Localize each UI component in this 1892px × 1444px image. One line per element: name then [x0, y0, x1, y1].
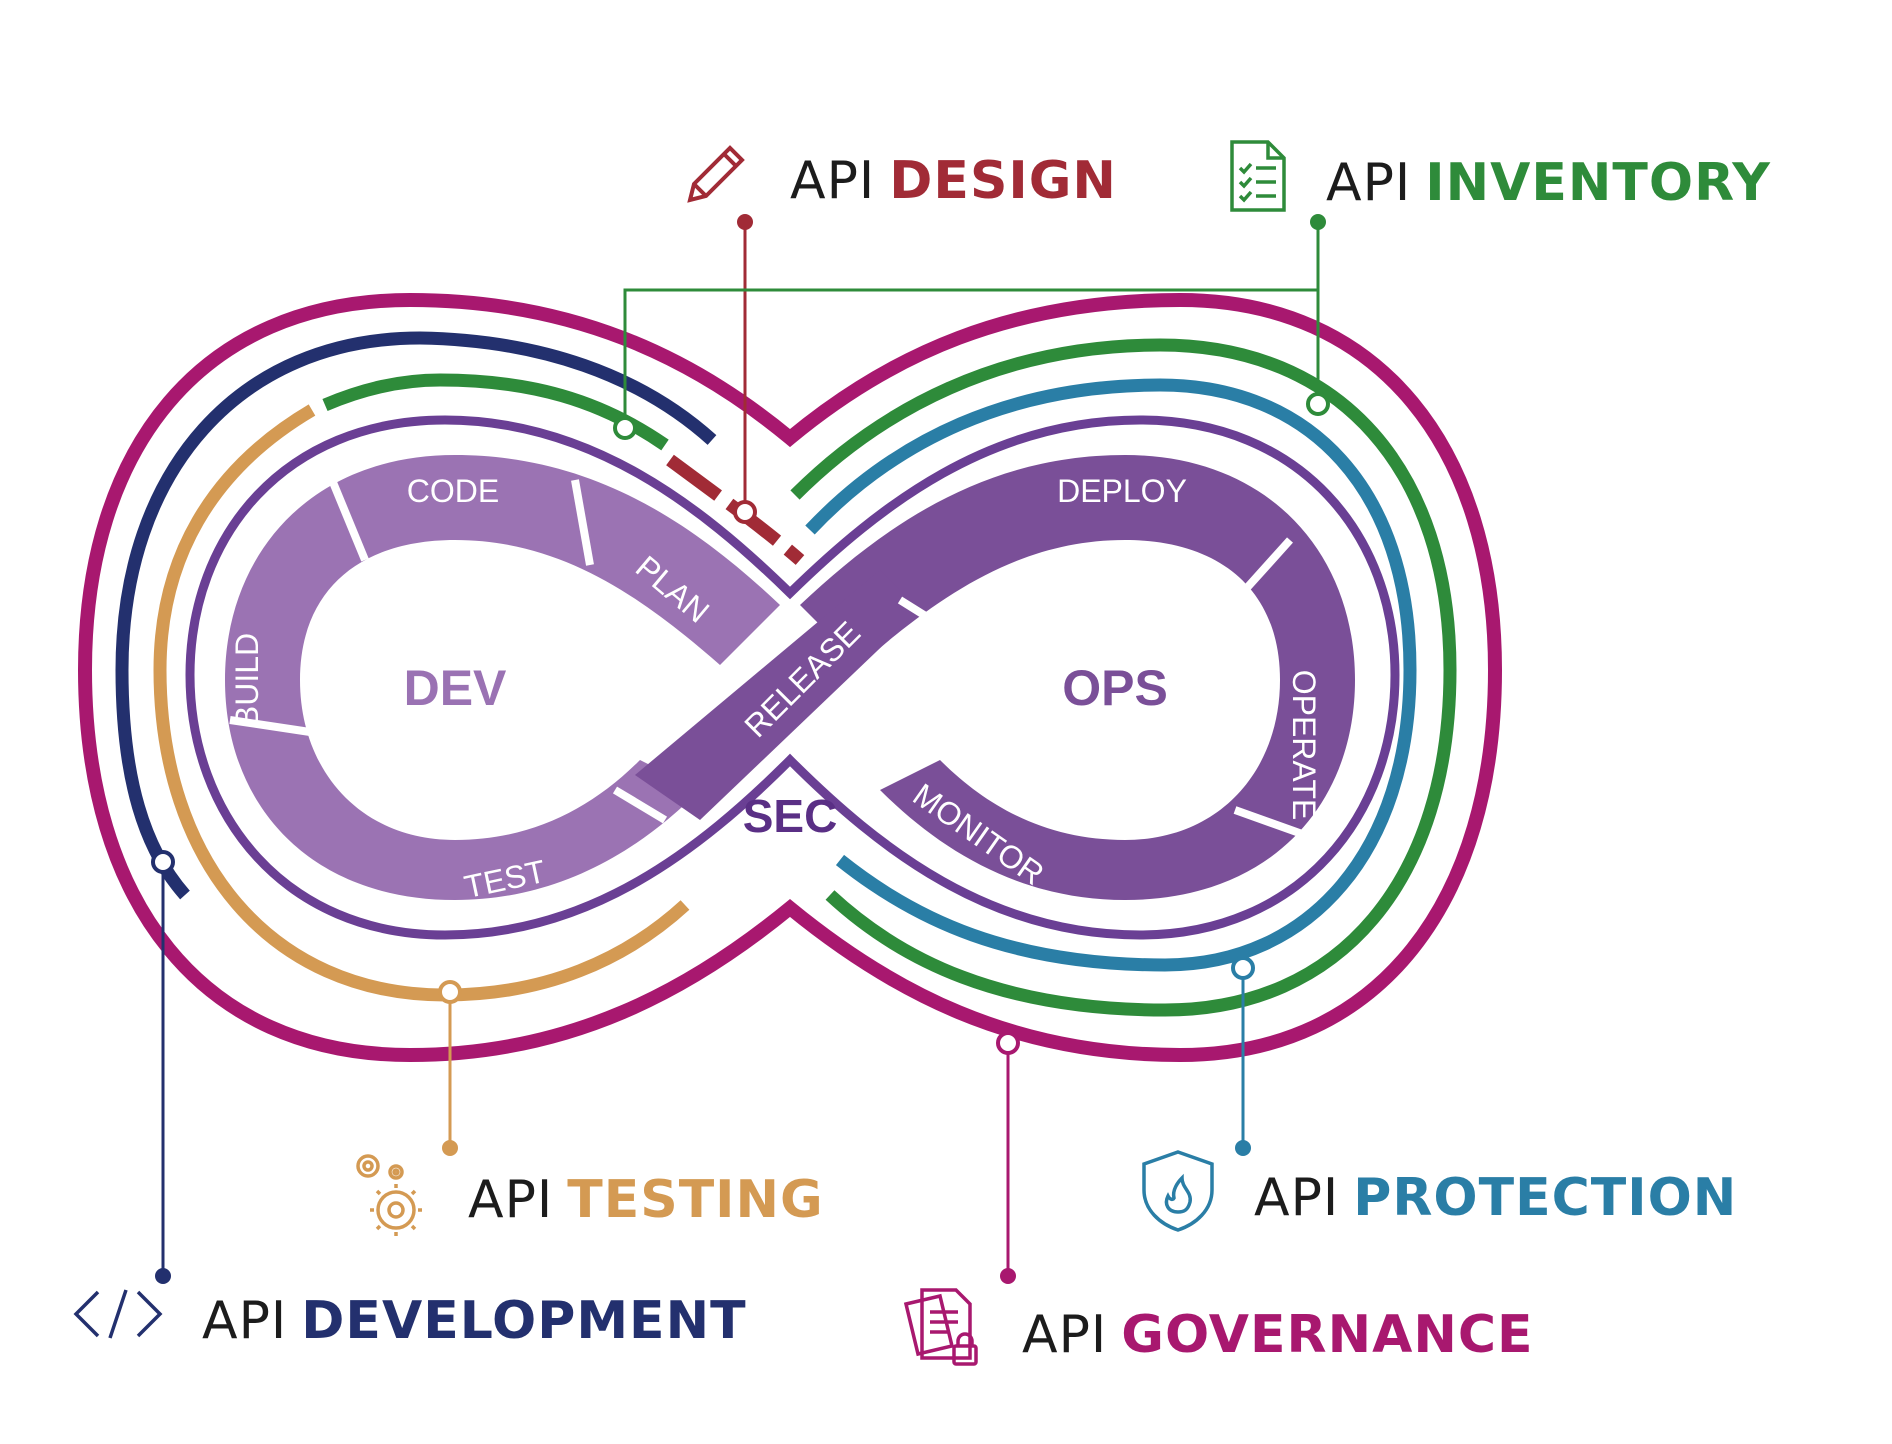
protection-arc — [805, 378, 1417, 972]
pencil-icon — [680, 138, 752, 223]
callout-prefix: API — [790, 150, 876, 211]
callout-api-development: API DEVELOPMENT — [72, 1284, 747, 1357]
connector-dots — [151, 214, 1330, 1284]
code-brackets-icon — [72, 1284, 164, 1357]
callout-api-inventory: API INVENTORY — [1228, 138, 1771, 227]
callout-api-testing: API TESTING — [350, 1148, 824, 1251]
gears-icon — [350, 1148, 430, 1251]
callout-connectors — [161, 222, 1320, 1272]
callout-label: INVENTORY — [1425, 152, 1771, 213]
callout-api-protection: API PROTECTION — [1140, 1148, 1737, 1247]
callout-prefix: API — [468, 1169, 554, 1230]
locked-documents-icon — [900, 1284, 984, 1385]
stage-operate: OPERATE — [1286, 670, 1322, 821]
callout-label: TESTING — [567, 1169, 824, 1230]
callout-prefix: API — [1254, 1167, 1340, 1228]
callout-label: DESIGN — [889, 150, 1117, 211]
stage-build: BUILD — [229, 633, 265, 727]
callout-api-governance: API GOVERNANCE — [900, 1284, 1534, 1385]
stage-code: CODE — [407, 473, 499, 509]
sec-label: SEC — [743, 790, 838, 842]
inventory-arc-left — [322, 373, 669, 451]
ops-loop-band — [800, 455, 1355, 900]
checklist-document-icon — [1228, 138, 1288, 227]
callout-prefix: API — [202, 1290, 288, 1351]
shield-flame-icon — [1140, 1148, 1216, 1247]
callout-label: GOVERNANCE — [1121, 1304, 1534, 1365]
callout-prefix: API — [1022, 1304, 1108, 1365]
testing-arc — [153, 404, 690, 1002]
callout-prefix: API — [1326, 152, 1412, 213]
stage-deploy: DEPLOY — [1057, 473, 1187, 509]
release-band — [635, 570, 920, 820]
inventory-arc-right — [790, 338, 1457, 1017]
stage-separators — [229, 473, 1307, 839]
callout-label: DEVELOPMENT — [301, 1290, 747, 1351]
inner-infinity-track — [185, 415, 1400, 940]
ops-label: OPS — [1062, 660, 1168, 716]
dev-label: DEV — [404, 660, 507, 716]
callout-label: PROTECTION — [1353, 1167, 1738, 1228]
outer-infinity-ring — [77, 292, 1503, 1063]
dev-loop-band — [225, 455, 780, 900]
callout-api-design: API DESIGN — [680, 138, 1117, 223]
development-arc — [115, 331, 717, 900]
